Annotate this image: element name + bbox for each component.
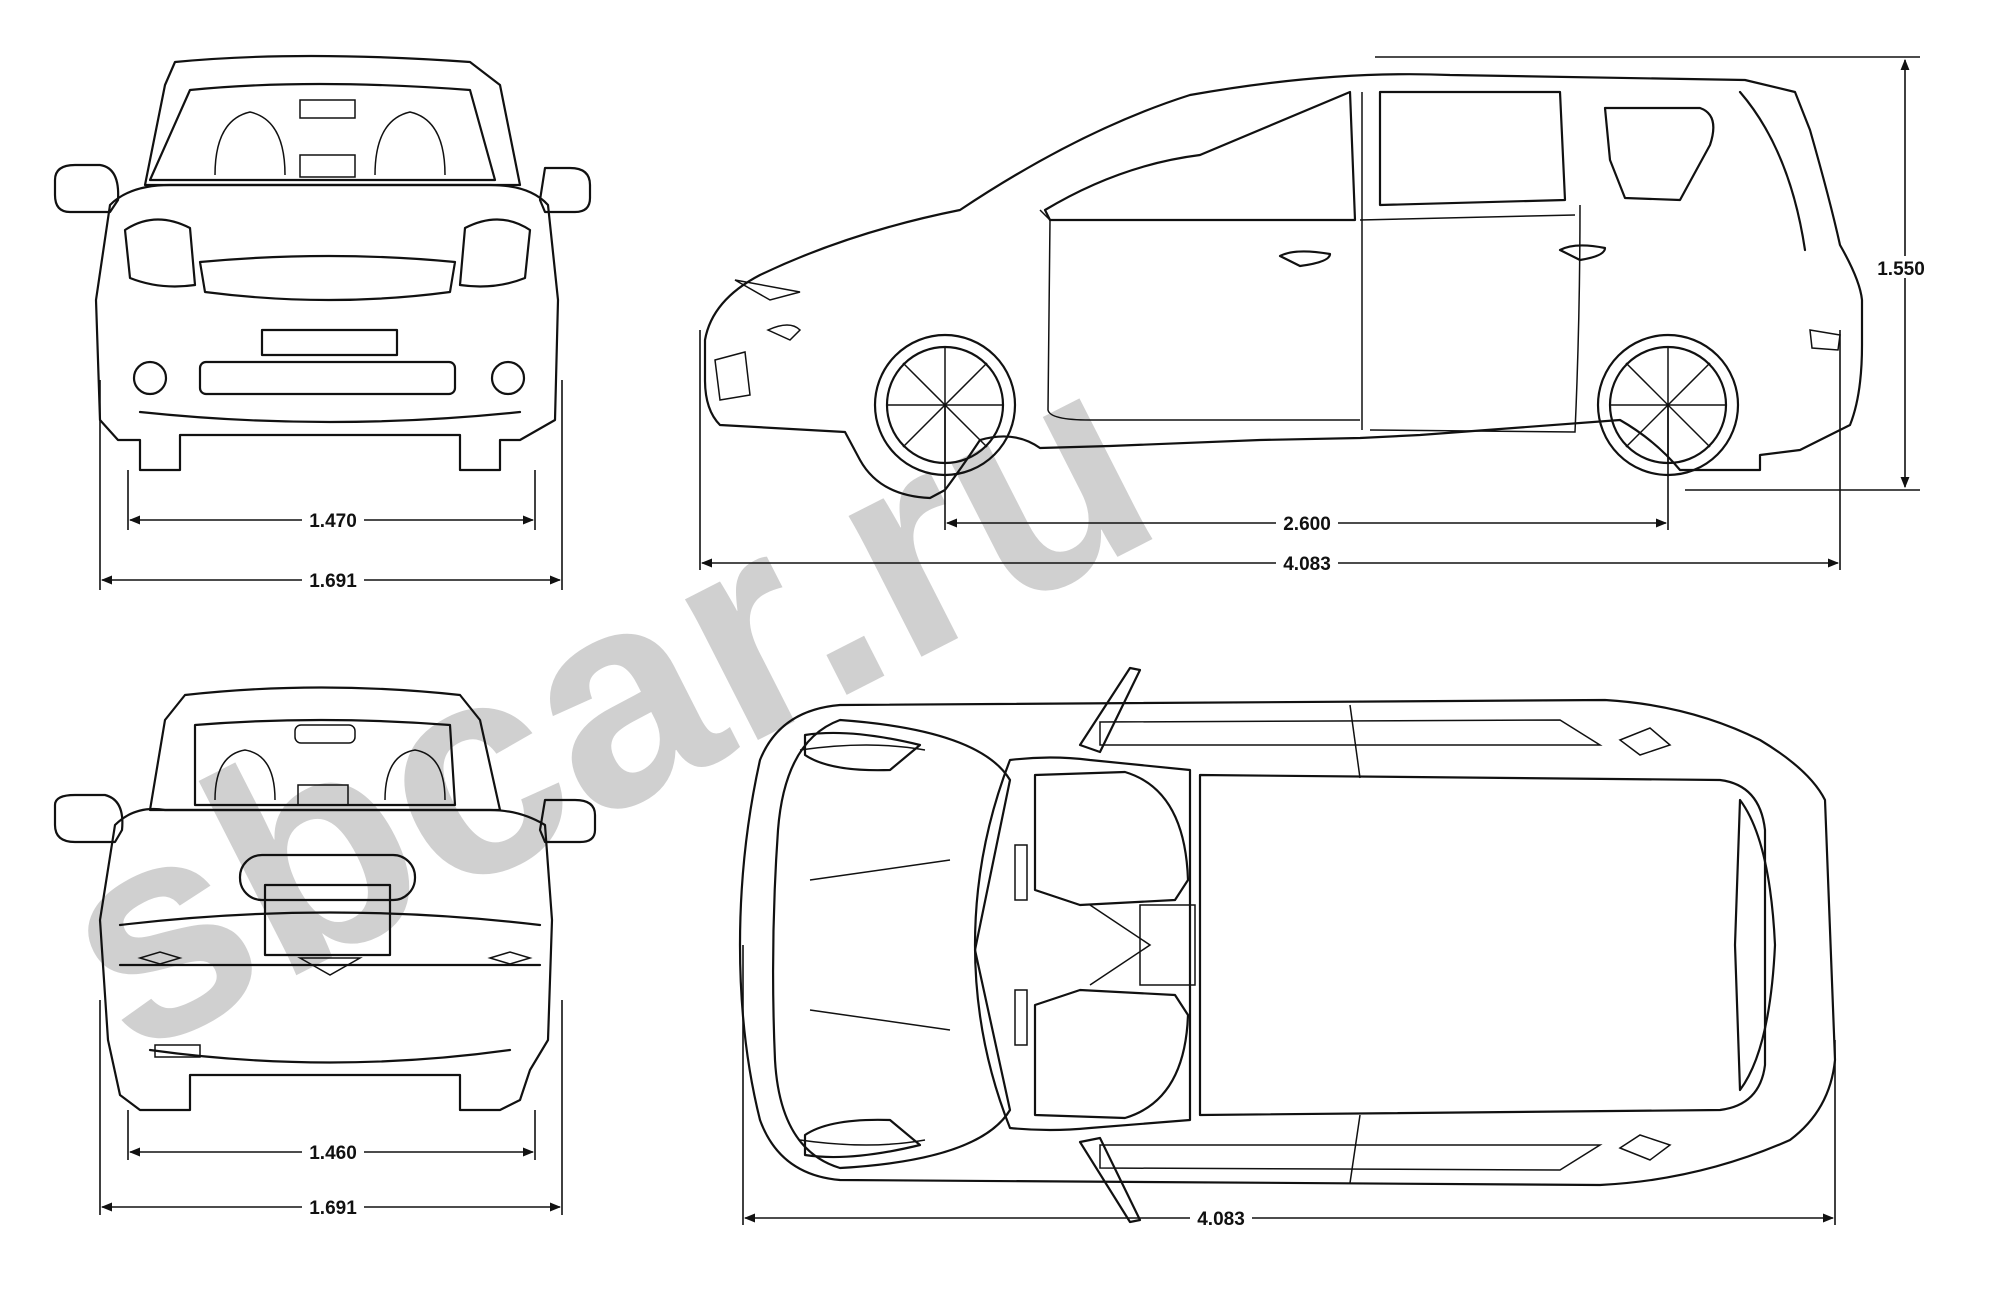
side-height-label: 1.550 (1877, 259, 1925, 280)
rear-dimensions: 1.460 1.691 (99, 1000, 563, 1219)
watermark-text: sbcar.ru (7, 288, 1200, 1117)
top-view (738, 666, 1837, 1224)
side-wheelbase-label: 2.600 (1283, 514, 1331, 535)
front-track-label: 1.470 (309, 511, 357, 532)
front-view (53, 54, 592, 472)
side-length-label: 4.083 (1283, 554, 1331, 575)
rear-width-label: 1.691 (309, 1198, 357, 1219)
rear-view (53, 686, 597, 1112)
front-dimensions: 1.470 1.691 (99, 380, 563, 592)
front-width-label: 1.691 (309, 571, 357, 592)
top-dimensions: 4.083 (742, 945, 1836, 1230)
watermark: sbcar.ru (7, 288, 1200, 1117)
rear-track-label: 1.460 (309, 1143, 357, 1164)
top-length-label: 4.083 (1197, 1209, 1245, 1230)
side-dimensions: 1.550 2.600 4.083 (699, 56, 1932, 575)
